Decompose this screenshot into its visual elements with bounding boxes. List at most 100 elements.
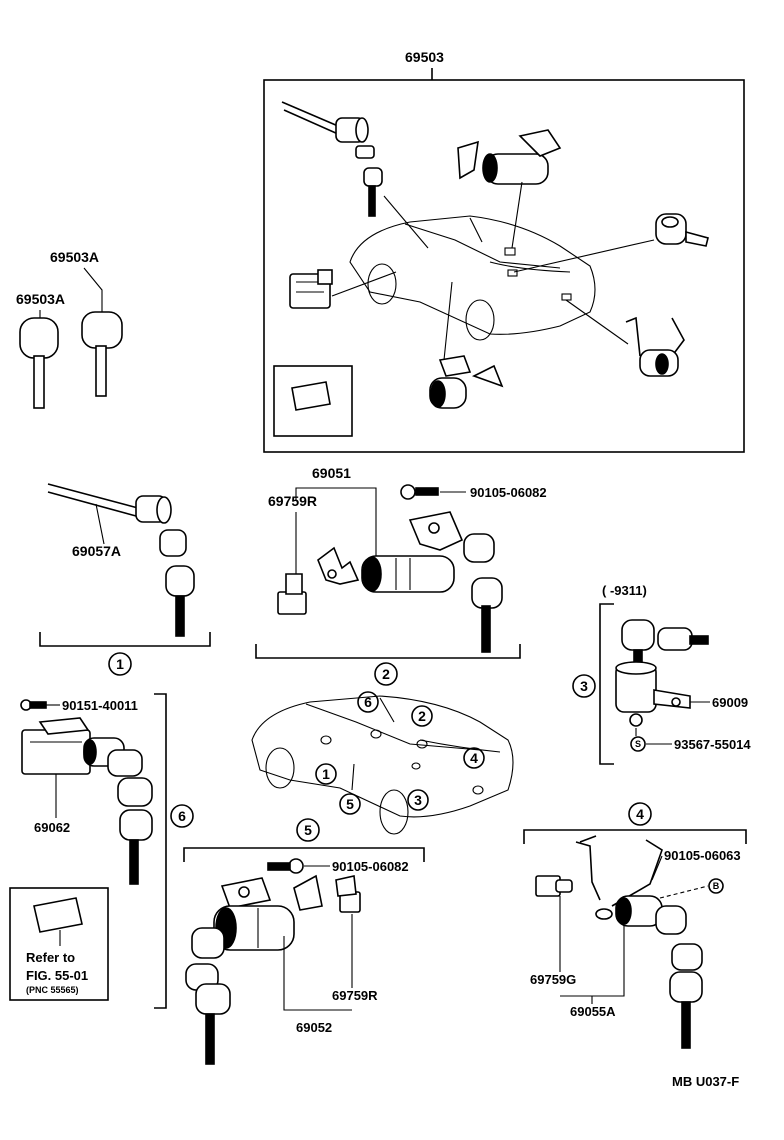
label-key-blank-b: 69503A: [16, 291, 65, 307]
key-blank-right: [81, 311, 123, 397]
inset-frame: [273, 365, 353, 437]
bracket-section-4: [523, 829, 747, 844]
callout-circle-3: [572, 674, 596, 698]
trunk-bolt: [267, 858, 304, 874]
callout-circle-1: [108, 652, 132, 676]
ignition-cylinder-top: [281, 101, 383, 217]
leader-door-cylinder-assy: [295, 487, 377, 560]
bracket-section-1: [39, 632, 211, 647]
car-outline-top: [349, 215, 596, 341]
s-mark-circle: [630, 736, 646, 752]
bracket-section-3: [599, 603, 614, 765]
leader-door-top: [511, 181, 523, 249]
label-period: ( -9311): [602, 583, 647, 598]
card-key-icon: [291, 381, 331, 411]
callout-6: 6: [178, 808, 186, 824]
callout-circle-2: [374, 662, 398, 686]
ignition-face: [156, 496, 172, 524]
car-callout-2: 2: [418, 708, 426, 724]
label-door-cylinder-assy: 69051: [312, 465, 351, 481]
callout-circle-5: [296, 818, 320, 842]
label-glove-screw: 90151-40011: [62, 698, 138, 713]
door-switch-top: [289, 269, 333, 309]
car-callout-circle-1: [315, 763, 337, 785]
leader-ignition-top: [383, 195, 429, 249]
door-switch: [277, 573, 307, 615]
label-console-screw: 93567-55014: [674, 737, 751, 752]
car-callout-1: 1: [322, 766, 330, 782]
callout-circle-4: [628, 802, 652, 826]
bracket-section-6: [154, 693, 167, 1009]
callout-1: 1: [116, 656, 124, 672]
b-mark: B: [713, 881, 720, 891]
trunk-switch: [335, 875, 361, 913]
bracket-section-2: [255, 644, 521, 659]
label-door-switch: 69759R: [268, 493, 317, 509]
car-callout-4: 4: [470, 750, 478, 766]
door-bolt: [400, 484, 439, 500]
ignition-key-head-2: [165, 565, 195, 597]
leader-key-blank-a: [83, 267, 103, 312]
section-3-console: ( -9311) 3 69009 S 93567-55014: [572, 583, 751, 765]
label-console-lock: 69009: [712, 695, 748, 710]
section-2-door: 69051 69759R 90105-060: [255, 465, 547, 686]
trunk-lock-top: [655, 213, 709, 247]
door-cylinder-top: [457, 129, 562, 185]
trunk-key: [185, 927, 231, 1065]
hatch-key: [655, 905, 703, 1049]
section-5-trunk: 5 90105-06082 69759R 69052: [183, 818, 425, 1065]
label-door-bolt: 90105-06082: [470, 485, 547, 500]
footer-code: MB U037-F: [672, 1074, 739, 1089]
refer-line-1: Refer to: [26, 950, 75, 965]
key-blank-left: [19, 317, 59, 409]
car-callout-6: 6: [364, 694, 372, 710]
glove-key: [107, 749, 153, 885]
label-lock-set: 69503: [405, 49, 444, 65]
callout-3: 3: [580, 678, 588, 694]
refer-line-3: (PNC 55565): [26, 985, 79, 995]
leader-cylinder-top: [443, 281, 453, 361]
ignition-shaft: [47, 483, 139, 509]
section-1-ignition: 69057A 1: [39, 483, 211, 676]
label-glove-lock: 69062: [34, 820, 70, 835]
label-trunk-switch: 69759R: [332, 988, 378, 1003]
label-hatch-switch: 69759G: [530, 972, 576, 987]
leader-hatch-top: [565, 299, 629, 345]
callout-4: 4: [636, 806, 644, 822]
b-mark-circle: [708, 878, 724, 894]
callout-5: 5: [304, 822, 312, 838]
trunk-cylinder: [213, 874, 323, 951]
leader-trunk-top: [513, 239, 655, 273]
car-location-diagram: 6 2 4 1 5 3: [251, 691, 514, 835]
trunk-cylinder-top: [429, 355, 504, 409]
ignition-key-blade: [175, 595, 185, 637]
lock-set-frame: [263, 79, 745, 453]
refer-box: [9, 887, 109, 1001]
label-hatch-cylinder: 69055A: [570, 1004, 616, 1019]
door-lever: [317, 546, 360, 585]
door-cylinder: [361, 511, 464, 593]
callout-circle-6: [170, 804, 194, 828]
car-callout-circle-4: [463, 747, 485, 769]
car-callout-circle-5: [339, 793, 361, 815]
bracket-section-5: [183, 847, 425, 862]
console-lock: [615, 661, 691, 727]
ignition-key-head-1: [159, 529, 187, 557]
callout-2: 2: [382, 666, 390, 682]
key-blanks-group: 69503A 69503A: [16, 249, 123, 409]
section-4-hatch: 4 90105-06063 B 69759G 69055A: [523, 802, 747, 1049]
car-callout-circle-6: [357, 691, 379, 713]
leader-ignition: [95, 503, 105, 545]
ignition-shaft-2: [47, 491, 137, 517]
leader-hatch-cylinder: [560, 926, 625, 997]
hatch-lock: [575, 835, 663, 927]
car-callout-5: 5: [346, 796, 354, 812]
section-6-glove: 90151-40011 69062 6 Refer to FIG. 55-01 …: [9, 693, 194, 1009]
console-lock-keys: [621, 619, 709, 665]
glove-screw: [20, 699, 47, 711]
label-hatch-bolt: 90105-06063: [664, 848, 741, 863]
car-callout-3: 3: [414, 792, 422, 808]
hatch-lock-top: [625, 316, 685, 377]
leader-b-mark: [659, 885, 709, 899]
